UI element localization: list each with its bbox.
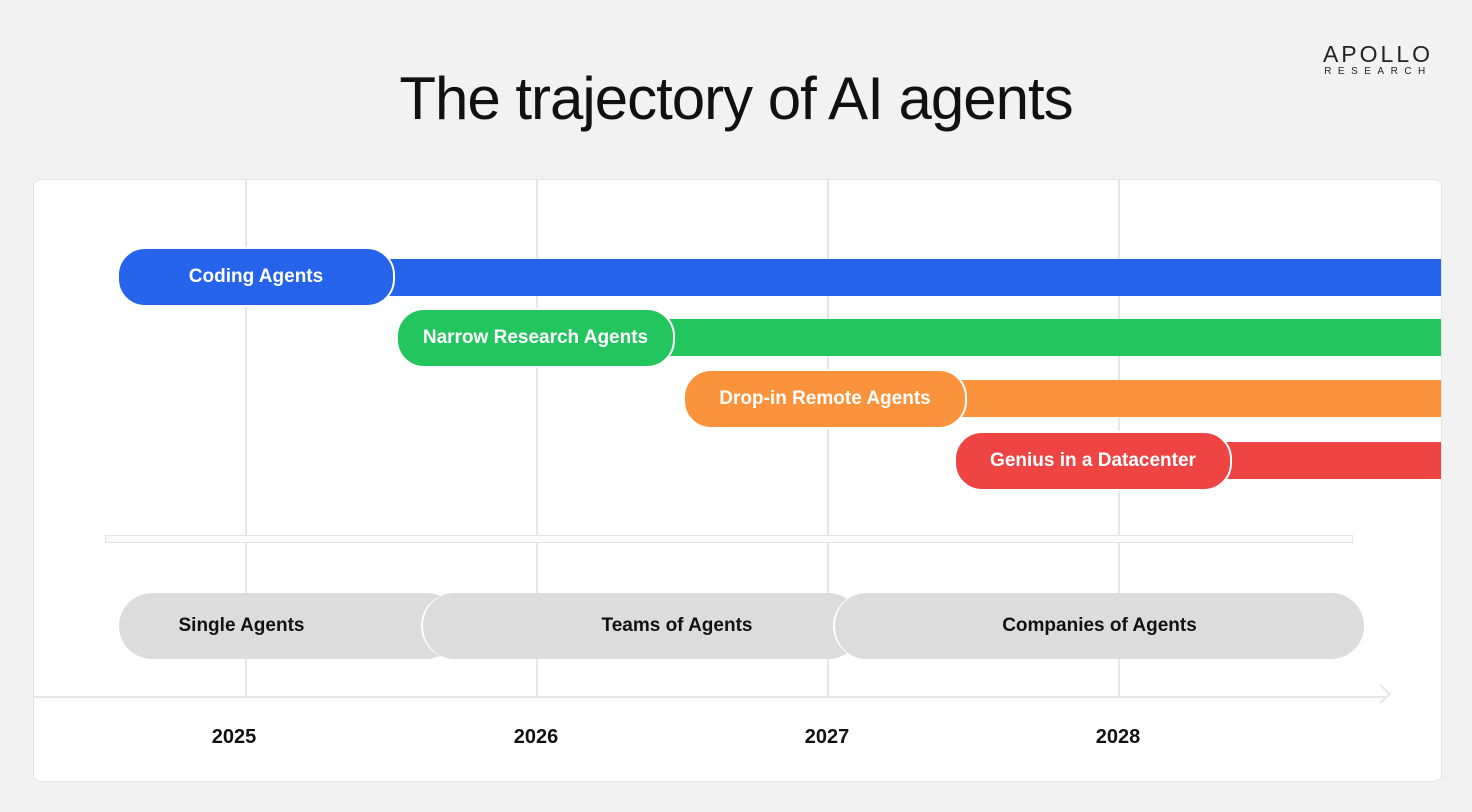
gridline-2026 <box>536 180 538 698</box>
drop-in-remote-agents-pill: Drop-in Remote Agents <box>683 369 967 429</box>
arrow-right-icon <box>1371 684 1391 704</box>
time-axis <box>34 696 1386 698</box>
logo-line1: APOLLO <box>1322 41 1434 67</box>
phase-companies-of-agents: Companies of Agents <box>833 593 1364 659</box>
year-label: 2028 <box>1095 726 1141 748</box>
apollo-research-logo: APOLLO RESEARCH <box>1318 42 1438 78</box>
timeline-card: Coding Agents Narrow Research Agents Dro… <box>33 179 1442 782</box>
logo-line2: RESEARCH <box>1324 66 1432 77</box>
narrow-research-agents-bar <box>664 319 1441 356</box>
page-title: The trajectory of AI agents <box>399 65 1073 132</box>
gridline-2027 <box>827 180 829 698</box>
coding-agents-bar <box>386 259 1441 296</box>
drop-in-remote-agents-bar <box>954 380 1441 417</box>
gridline-2025 <box>245 180 247 698</box>
genius-datacenter-bar <box>1219 442 1441 479</box>
year-label: 2027 <box>804 726 850 748</box>
narrow-research-agents-pill: Narrow Research Agents <box>396 308 675 368</box>
phase-teams-of-agents: Teams of Agents <box>421 593 861 659</box>
year-label: 2025 <box>211 726 257 748</box>
year-label: 2026 <box>513 726 559 748</box>
coding-agents-pill: Coding Agents <box>117 247 395 307</box>
genius-datacenter-pill: Genius in a Datacenter <box>954 431 1232 491</box>
phase-single-agents: Single Agents <box>119 593 459 659</box>
section-divider <box>105 535 1353 543</box>
